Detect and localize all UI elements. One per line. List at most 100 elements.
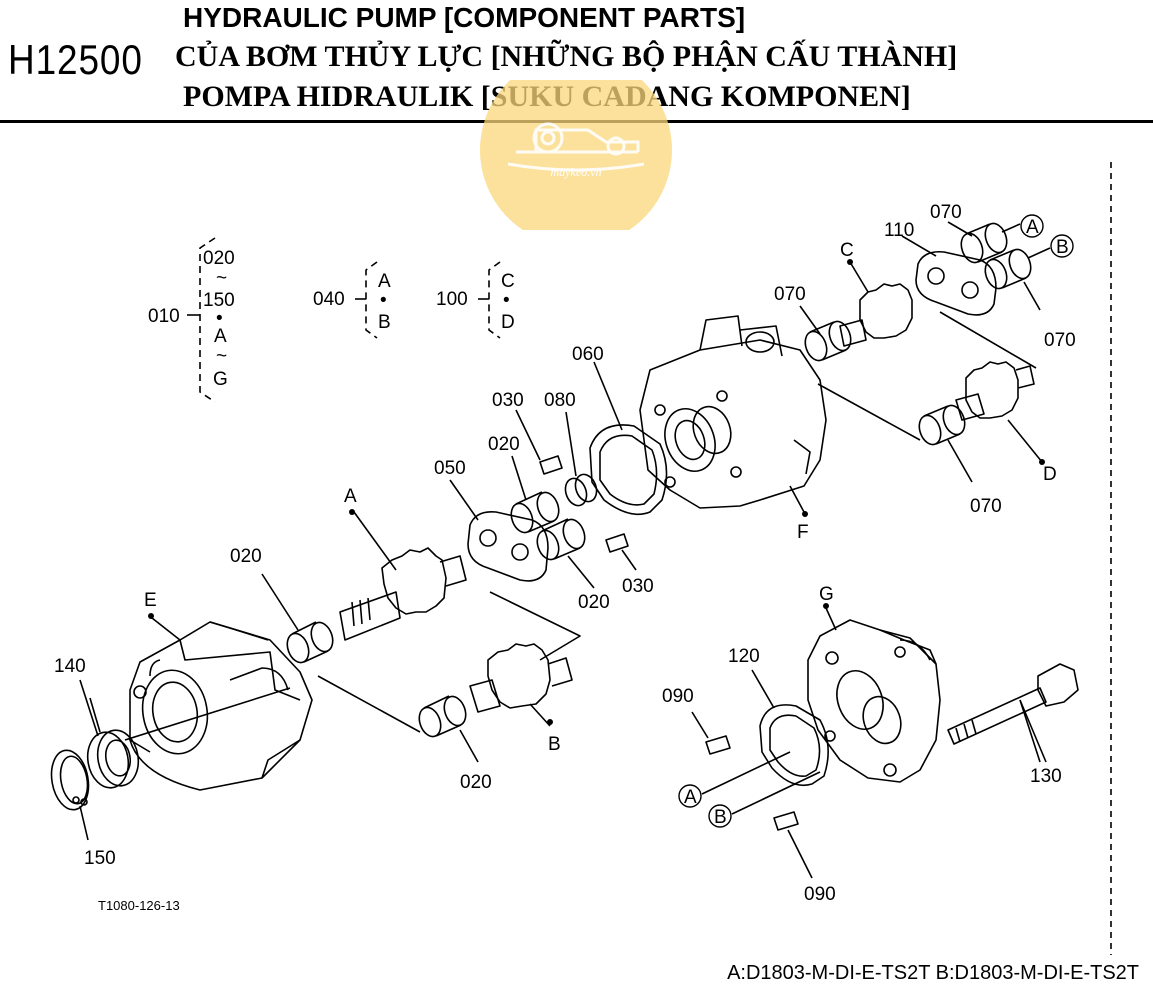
leader-070-right: [1023, 281, 1041, 311]
leader-070-mid: [799, 305, 821, 335]
leader-circ-b-top: [1027, 247, 1051, 259]
leader-060: [593, 361, 623, 431]
model-footer: A:D1803-M-DI-E-TS2T B:D1803-M-DI-E-TS2T: [727, 962, 1139, 984]
label-090-lower: 090: [804, 884, 836, 905]
label-050: 050: [434, 458, 466, 479]
leader-c: [849, 261, 869, 293]
bushing-070-right: [984, 248, 1032, 290]
ring-080: [564, 473, 598, 507]
watermark-logo: maykeo.vn: [480, 80, 672, 230]
label-080: 080: [544, 390, 576, 411]
dot-e: [148, 613, 154, 619]
group-040-b: B: [378, 312, 391, 333]
label-020-mid: 020: [488, 434, 520, 455]
dot-b: [547, 719, 553, 725]
side-plate-050: [467, 510, 549, 582]
diagram-code: H12500: [8, 36, 143, 83]
label-circ-b-low: B: [714, 807, 727, 828]
circlip-150: [50, 749, 90, 841]
title-vietnamese: CỦA BƠM THỦY LỰC [NHỮNG BỘ PHẬN CẤU THÀN…: [175, 40, 958, 73]
label-circ-b-top: B: [1056, 237, 1069, 258]
label-140: 140: [54, 656, 86, 677]
group-010-to: 150: [203, 290, 235, 311]
side-plate-110: [915, 250, 997, 316]
group-040-dot: •: [380, 290, 387, 311]
gasket-120: [759, 704, 829, 787]
bushing-070-mid: [804, 320, 852, 362]
oil-seal-140: [86, 697, 140, 789]
pin-030-lower: [605, 533, 629, 553]
label-b: B: [548, 734, 561, 755]
group-010-code: 010: [148, 306, 180, 327]
leader-e: [151, 617, 181, 641]
watermark-text: maykeo.vn: [551, 165, 602, 179]
leader-020-front: [261, 573, 299, 631]
label-020-front: 020: [230, 546, 262, 567]
group-010-b: G: [213, 369, 228, 390]
front-cover-e: [129, 621, 313, 791]
leader-a: [353, 511, 397, 571]
label-030-upper: 030: [492, 390, 524, 411]
leader-050: [449, 479, 479, 521]
group-010-tilde1: ~: [216, 268, 227, 289]
circle-callout-a-low: [678, 784, 702, 808]
leader-120: [751, 669, 775, 709]
pin-090-upper: [705, 735, 731, 755]
label-030-lower: 030: [622, 576, 654, 597]
gear-d: [955, 361, 1035, 421]
label-090-upper: 090: [662, 686, 694, 707]
leader-030-lower: [621, 549, 637, 571]
label-g: G: [819, 584, 834, 605]
bushing-070-lower: [918, 404, 966, 446]
group-100-dot: •: [503, 290, 510, 311]
label-020-lower: 020: [460, 772, 492, 793]
leader-070-top: [947, 221, 973, 237]
leader-020-mid: [511, 455, 527, 501]
label-c: C: [840, 240, 854, 261]
group-010-from: 020: [203, 248, 235, 269]
leader-080: [565, 411, 577, 477]
group-010-tilde2: ~: [216, 346, 227, 367]
label-020-mid2: 020: [578, 592, 610, 613]
dot-f: [802, 511, 808, 517]
drawing-reference-code: T1080-126-13: [98, 898, 180, 913]
label-060: 060: [572, 344, 604, 365]
bolt-130: [947, 663, 1079, 763]
leader-d: [1007, 419, 1043, 463]
leader-b: [529, 703, 551, 727]
leader-030-upper: [515, 409, 541, 461]
dot-g: [823, 603, 829, 609]
group-100-a: C: [501, 271, 515, 292]
circle-callout-a-top: [1020, 214, 1044, 238]
label-070-right: 070: [1044, 330, 1076, 351]
group-100-b: D: [501, 312, 515, 333]
leader-090-a: [691, 711, 709, 739]
leader-circ-b-low: [731, 771, 821, 815]
group-010-dot: •: [216, 308, 223, 329]
label-a: A: [344, 486, 357, 507]
axis-line-rear-upper: [939, 311, 1037, 369]
bracket-040-left: [365, 261, 378, 339]
circle-callout-b-low: [708, 804, 732, 828]
group-040-a: A: [378, 271, 391, 292]
leader-g: [825, 607, 837, 631]
circle-callout-b-top: [1050, 234, 1074, 258]
label-circ-a-top: A: [1026, 217, 1039, 238]
gear-c: [839, 283, 913, 347]
leader-020-mid2: [567, 555, 595, 589]
pump-body-f: [639, 315, 827, 509]
label-circ-a-low: A: [684, 787, 697, 808]
label-070-mid: 070: [774, 284, 806, 305]
dot-d: [1039, 459, 1045, 465]
dot-a: [349, 509, 355, 515]
leader-140: [79, 679, 99, 737]
label-070-top: 070: [930, 202, 962, 223]
title-english: HYDRAULIC PUMP [COMPONENT PARTS]: [183, 2, 746, 33]
group-040-code: 040: [313, 289, 345, 310]
bracket-100: [488, 261, 501, 339]
axis-line-rear-lower: [817, 383, 921, 441]
leader-f: [789, 485, 805, 513]
axis-line-gear-b: [489, 591, 581, 661]
group-100-code: 100: [436, 289, 468, 310]
